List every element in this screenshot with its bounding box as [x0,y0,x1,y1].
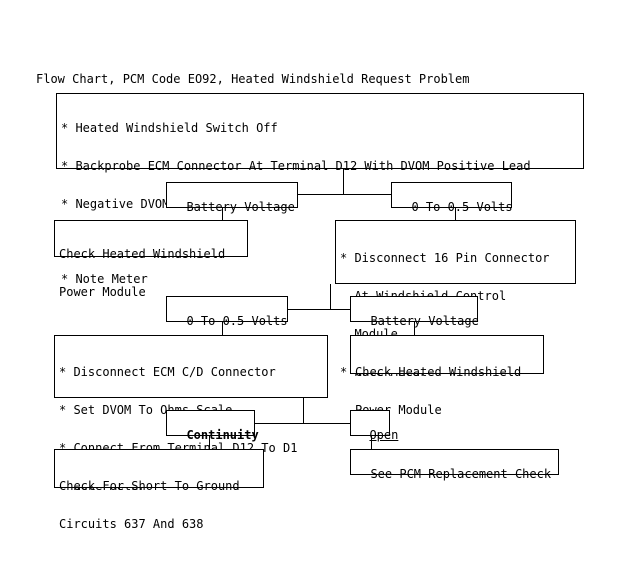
step1-box: * Heated Windshield Switch Off * Backpro… [56,93,584,285]
connector [254,423,351,424]
connector [222,208,223,221]
result3-left-label: Continuity [186,427,259,442]
result3-left-box: Continuity [166,410,259,441]
action-left1-line-1: Check Heated Windshield [59,247,226,262]
result2-left-label: 0 To 0.5 Volts [186,313,288,328]
step2-box: * Disconnect 16 Pin Connector At Windshi… [335,220,576,378]
result3-right-box: Open [350,410,398,441]
step3-box: * Disconnect ECM C/D Connector * Set DVO… [54,335,328,492]
action-left3-box: Check For Short To Ground Circuits 637 A… [54,449,264,530]
action-left1-line-2: Power Module [59,284,146,299]
action-right3-label: See PCM Replacement Check [370,466,552,481]
step1-line-5: * Note Meter [61,272,148,287]
result2-left-box: 0 To 0.5 Volts [166,296,288,327]
result2-right-label: Battery Voltage [370,313,479,328]
connector [303,398,304,423]
action-right3-box: See PCM Replacement Check [350,449,559,480]
connector [330,284,331,309]
action-left1-box: Check Heated Windshield Power Module [54,220,248,298]
connector [371,436,372,450]
result2-right-box: Battery Voltage [350,296,479,327]
result1-left-label: Battery Voltage [186,199,295,214]
step1-line-1: * Heated Windshield Switch Off [61,121,278,136]
connector [414,322,415,336]
result3-right-label: Open [369,427,399,442]
step3-line-1: * Disconnect ECM C/D Connector [59,365,276,380]
step1-line-2: * Backprobe ECM Connector At Terminal D1… [61,158,531,173]
action-left3-line-1: Check For Short To Ground [59,479,240,494]
step2-line-1: * Disconnect 16 Pin Connector [340,251,550,266]
result1-right-box: 0 To 0.5 Volts [391,182,513,213]
action-right2-line-1: Check Heated Windshield [355,365,522,380]
connector [209,436,210,450]
connector [455,208,456,221]
result1-right-label: 0 To 0.5 Volts [411,199,513,214]
action-right2-box: Check Heated Windshield Power Module [350,335,544,416]
action-left3-line-2: Circuits 637 And 638 [59,516,204,531]
chart-title: Flow Chart, PCM Code EO92, Heated Windsh… [36,72,470,86]
connector [287,309,351,310]
result1-left-box: Battery Voltage [166,182,298,213]
connector [222,322,223,336]
connector [343,169,344,194]
connector [297,194,392,195]
